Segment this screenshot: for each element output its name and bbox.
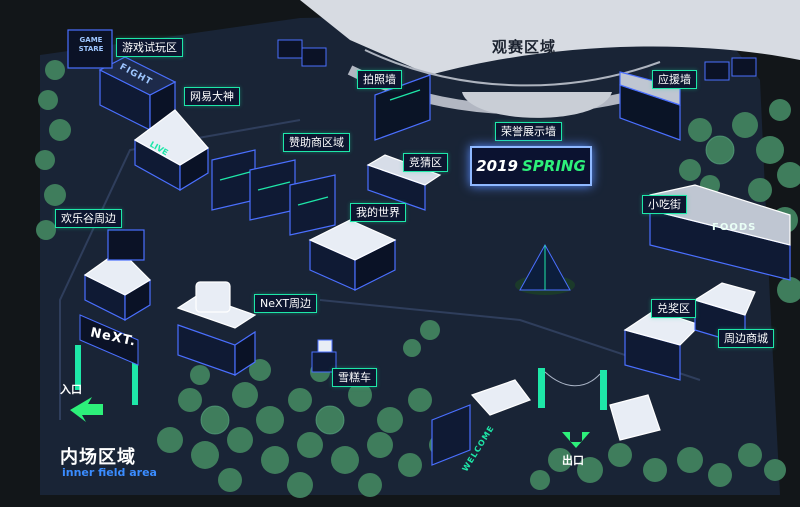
game-stare-sign: GAME STARE [78, 36, 104, 53]
zone-label-netease[interactable]: 网易大神 [184, 87, 240, 106]
inner-field-subtitle: inner field area [62, 466, 157, 479]
tree-cluster-bottom [157, 359, 451, 498]
entrance-arrow [70, 397, 103, 422]
booth-welcome [431, 379, 661, 466]
zone-label-icecream[interactable]: 雪糕车 [332, 368, 377, 387]
zone-label-minecraft[interactable]: 我的世界 [350, 203, 406, 222]
spectator-stand [300, 0, 800, 75]
booth-netease [133, 109, 209, 192]
zone-label-next-shop[interactable]: NeXT周边 [254, 294, 318, 313]
zone-label-huanlegu[interactable]: 欢乐谷周边 [55, 209, 122, 228]
entrance-label: 入口 [60, 383, 82, 396]
booth-next [176, 281, 257, 377]
entrance-gate [75, 314, 139, 405]
booth-sponsor [211, 149, 336, 236]
exit-arrow [562, 432, 590, 448]
crates [277, 39, 757, 81]
support-wall [619, 71, 681, 141]
booth-minecraft [308, 219, 397, 291]
zone-label-merch[interactable]: 周边商城 [718, 329, 774, 348]
icecream-cart [311, 339, 337, 373]
tree-cluster-exit [530, 443, 786, 490]
booth-huanlegu [83, 229, 151, 322]
spring-word: SPRING [521, 157, 586, 175]
inner-field-title: 内场区域 [60, 447, 136, 468]
zone-label-photo-wall[interactable]: 拍照墙 [357, 70, 402, 89]
zone-label-snack[interactable]: 小吃街 [642, 195, 687, 214]
zone-label-support-wall[interactable]: 应援墙 [652, 70, 697, 89]
stage-bowl [462, 92, 612, 118]
booth-redeem [623, 282, 756, 381]
exit-gate [538, 368, 607, 410]
spectator-area-title: 观赛区域 [492, 38, 557, 56]
photo-wall [374, 74, 431, 141]
foods-sign: FOODS [712, 222, 757, 233]
spring-year: 2019 [476, 157, 518, 175]
zone-label-sponsor[interactable]: 赞助商区域 [283, 133, 350, 152]
zone-label-redeem[interactable]: 兑奖区 [651, 299, 696, 318]
exit-label: 出口 [562, 454, 584, 467]
fsgnt-pyramid [515, 243, 575, 295]
zone-label-honor[interactable]: 荣誉展示墙 [495, 122, 562, 141]
tree-cluster-left [35, 60, 440, 357]
zone-label-game-trial[interactable]: 游戏试玩区 [116, 38, 183, 57]
zone-label-guess[interactable]: 竞猜区 [403, 153, 448, 172]
